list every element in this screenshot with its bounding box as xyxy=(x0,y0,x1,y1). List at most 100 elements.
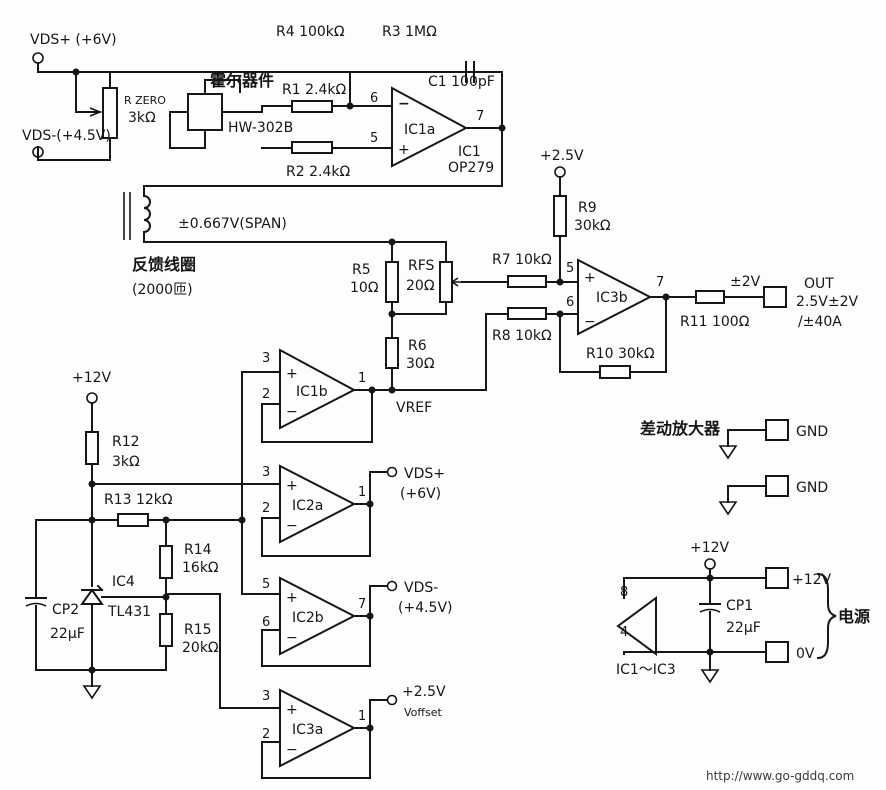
ic1a-pin7: 7 xyxy=(476,109,484,124)
hall-amplifier-section xyxy=(32,52,506,187)
r4-label: R4 100kΩ xyxy=(276,24,345,40)
offset-buffer xyxy=(165,593,398,779)
voffset-label: Voffset xyxy=(404,706,442,719)
ic1a-minus: − xyxy=(398,96,410,112)
r9-resistor xyxy=(553,195,567,237)
0v-label: 0V xyxy=(796,646,815,662)
r1-label: R1 2.4kΩ xyxy=(282,82,346,98)
ic2a-opamp xyxy=(279,464,357,544)
c1-label: C1 100pF xyxy=(428,74,495,90)
gnd-terminal-1 xyxy=(765,419,789,441)
op279-label: OP279 xyxy=(448,160,494,176)
vds-plus-top-label: VDS+ (+6V) xyxy=(30,32,117,48)
r15-value: 20kΩ xyxy=(182,640,219,656)
vref-buffer xyxy=(241,348,487,521)
r14-value: 16kΩ xyxy=(182,560,219,576)
out-voltage-label: 2.5V±2V xyxy=(796,294,858,310)
r8-resistor xyxy=(507,307,547,320)
cp1-value: 22μF xyxy=(726,620,761,636)
gnd1-label: GND xyxy=(796,424,828,440)
gnd-terminal-2 xyxy=(765,475,789,497)
out-terminal xyxy=(763,286,787,308)
ic3b-pin6: 6 xyxy=(566,295,574,310)
ic3b-pin5: 5 xyxy=(566,261,574,276)
out-label: OUT xyxy=(804,276,834,292)
vds-minus-out-label: VDS- xyxy=(404,580,438,596)
r3-label: R3 1MΩ xyxy=(382,24,437,40)
coil-turns-label: (2000匝) xyxy=(132,282,193,298)
vds-minus-buffer xyxy=(241,519,398,667)
tl431-label: TL431 xyxy=(107,604,151,620)
p12-label: +12V xyxy=(72,370,112,386)
vds-plus-terminal xyxy=(32,52,44,64)
ground-terminals xyxy=(718,419,789,516)
r2-resistor xyxy=(291,141,333,154)
pin8-label: 8 xyxy=(620,585,628,600)
ic3a-opamp xyxy=(279,688,357,768)
ic1a-label: IC1a xyxy=(404,122,435,138)
ic3a-plus: + xyxy=(286,702,298,718)
ic1b-opamp xyxy=(279,348,357,430)
rzero-label: R ZERO xyxy=(124,94,166,107)
r8-label: R8 10kΩ xyxy=(492,328,552,344)
ic2a-pin3: 3 xyxy=(262,465,270,480)
r5-resistor xyxy=(385,261,399,303)
ic-range-label: IC1～IC3 xyxy=(616,662,676,678)
r10-label: R10 30kΩ xyxy=(586,346,655,362)
vds-minus-out-value: (+4.5V) xyxy=(398,600,453,616)
vds-plus-buffer xyxy=(91,464,398,557)
ic3b-label: IC3b xyxy=(596,290,628,306)
r12-value: 3kΩ xyxy=(112,454,140,470)
p12-terminal xyxy=(765,567,789,589)
r6-value: 30Ω xyxy=(406,356,435,372)
p12-terminal-label: +12V xyxy=(792,572,832,588)
gnd2-label: GND xyxy=(796,480,828,496)
ic1a-plus: + xyxy=(398,142,410,158)
diff-amp-label: 差动放大器 xyxy=(640,419,721,438)
diff-amp-section xyxy=(461,166,787,391)
rfs-label: RFS xyxy=(408,258,435,274)
ic1a-pin6: 6 xyxy=(370,91,378,106)
out-current-label: /±40A xyxy=(798,314,842,330)
cp2-label: CP2 xyxy=(52,602,79,618)
0v-terminal xyxy=(765,641,789,663)
ic1-label: IC1 xyxy=(458,144,481,160)
ic3a-pin2: 2 xyxy=(262,727,270,742)
ic3a-label: IC3a xyxy=(292,722,323,738)
r1-resistor xyxy=(291,100,333,113)
ic1b-plus: + xyxy=(286,366,298,382)
ic2b-pin5: 5 xyxy=(262,577,270,592)
ic1b-pin1: 1 xyxy=(358,371,366,386)
r6-label: R6 xyxy=(408,338,427,354)
power-cn-label: 电源 xyxy=(838,607,870,626)
ic1a-pin5: 5 xyxy=(370,131,378,146)
span-label: ±0.667V(SPAN) xyxy=(178,216,287,232)
ic2b-label: IC2b xyxy=(292,610,324,626)
ic2a-pin1: 1 xyxy=(358,485,366,500)
ic2b-pin7: 7 xyxy=(358,597,366,612)
ic3b-minus: − xyxy=(584,314,596,330)
pm2v-label: ±2V xyxy=(730,274,761,290)
r14-label: R14 xyxy=(184,542,212,558)
r2-label: R2 2.4kΩ xyxy=(286,164,350,180)
r9-value: 30kΩ xyxy=(574,218,611,234)
r13-resistor xyxy=(117,513,149,527)
power-section xyxy=(616,558,837,684)
r14-resistor xyxy=(159,545,173,579)
ic2b-minus: − xyxy=(286,630,298,646)
coil-cn-label: 反馈线圈 xyxy=(132,255,196,274)
labels: VDS+ (+6V) VDS-(+4.5V) R ZERO 3kΩ 霍尔器件 H… xyxy=(22,24,870,783)
cp2-value: 22μF xyxy=(50,626,85,642)
rzero-value: 3kΩ xyxy=(128,110,156,126)
rfs-pot xyxy=(439,261,453,303)
r5-value: 10Ω xyxy=(350,280,379,296)
ic2a-label: IC2a xyxy=(292,498,323,514)
p25-label: +2.5V xyxy=(540,148,584,164)
cp1-label: CP1 xyxy=(726,598,753,614)
hall-device xyxy=(187,93,223,131)
ic1b-pin3: 3 xyxy=(262,351,270,366)
url-watermark: http://www.go-gddq.com xyxy=(706,769,854,783)
ic3b-opamp xyxy=(577,258,653,336)
